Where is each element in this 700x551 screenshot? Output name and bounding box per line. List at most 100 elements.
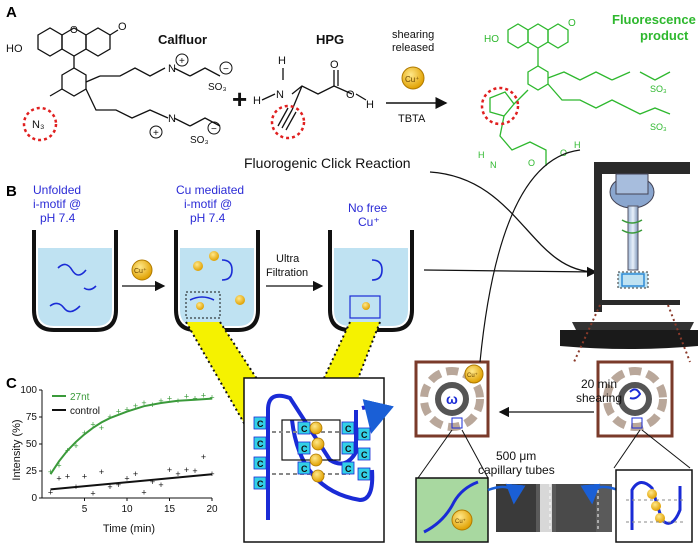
product-title-line1: Fluorescence: [612, 12, 696, 27]
chart-xlabel: Time (min): [103, 523, 155, 535]
data-point-27nt: +: [116, 407, 121, 417]
data-point-control: +: [209, 469, 214, 479]
svg-text:N: N: [490, 160, 497, 170]
data-point-control: +: [90, 489, 95, 499]
x-tick-label: 20: [206, 504, 218, 515]
cytosine-box: [253, 456, 267, 470]
cytosine-box: [297, 441, 311, 455]
data-point-27nt: +: [73, 441, 78, 451]
data-point-27nt: +: [65, 445, 70, 455]
data-point-27nt: +: [107, 412, 112, 422]
cytosine-box: [357, 467, 371, 481]
rheometer-instrument: [560, 162, 698, 349]
data-point-27nt: +: [167, 394, 172, 404]
reaction-name: Fluorogenic Click Reaction: [244, 155, 411, 171]
cytosine-label: C: [345, 464, 352, 474]
cu-coin-icon: [401, 66, 425, 90]
x-tick-label: 5: [82, 504, 88, 515]
minus-charge-icon: [207, 121, 221, 135]
beaker-unfolded: Unfolded i-motif @ pH 7.4: [32, 183, 118, 332]
cytosine-box: [341, 441, 355, 455]
cytosine-box: [297, 461, 311, 475]
y-tick-label: 75: [26, 412, 38, 423]
data-point-27nt: +: [158, 396, 163, 406]
data-point-27nt: +: [201, 390, 206, 400]
plus-charge-icon: [149, 125, 163, 139]
data-point-27nt: +: [150, 400, 155, 410]
data-point-control: +: [82, 471, 87, 481]
data-point-control: +: [73, 482, 78, 492]
legend-label: control: [70, 406, 100, 417]
y-tick-label: 100: [20, 385, 37, 396]
product-o-label: O: [568, 18, 576, 29]
y-tick-label: 0: [31, 493, 37, 504]
data-point-27nt: +: [82, 428, 87, 438]
data-point-27nt: +: [184, 391, 189, 401]
hpg-title: HPG: [316, 32, 344, 47]
cytosine-label: C: [257, 479, 264, 489]
beaker-cu-mediated: Cu mediated i-motif @ pH 7.4: [174, 183, 260, 332]
product-so3-1: SO₃: [650, 84, 667, 94]
cytosine-box: [357, 427, 371, 441]
beaker3-label-2: Cu⁺: [358, 215, 380, 229]
shearing-released-line2: released: [392, 42, 434, 54]
data-point-control: +: [133, 469, 138, 479]
data-point-control: +: [167, 465, 172, 475]
alkyne-highlight-circle: [270, 104, 306, 140]
ho-label: HO: [6, 43, 23, 55]
minus-charge-icon: [219, 61, 233, 75]
beaker2-label-2: i-motif @: [184, 197, 232, 211]
data-point-control: +: [124, 474, 129, 484]
data-point-control: +: [184, 465, 189, 475]
svg-text:H: H: [574, 140, 581, 150]
beaker-no-free-cu: No free Cu⁺: [328, 201, 414, 332]
leader-line: [479, 149, 581, 363]
beaker2-label-1: Cu mediated: [176, 183, 244, 197]
data-point-control: +: [116, 480, 121, 490]
azide-label: N₃: [32, 119, 44, 131]
cytosine-box: [341, 421, 355, 435]
svg-text:−: −: [211, 124, 217, 135]
plus-charge-1: +: [179, 56, 185, 67]
data-point-control: +: [175, 469, 180, 479]
data-point-control: +: [107, 482, 112, 492]
shearing-time-line1: 20 min: [581, 377, 617, 391]
hpg-oh-o-label: O: [346, 89, 355, 101]
ring-o-label: O: [70, 25, 78, 36]
product-so3-2: SO₃: [650, 122, 667, 132]
carbonyl-o-label: O: [118, 21, 127, 33]
data-point-control: +: [65, 471, 70, 481]
y-tick-label: 50: [26, 439, 38, 450]
triazole-highlight-circle: [480, 86, 520, 126]
data-point-27nt: +: [48, 467, 53, 477]
cytosine-label: C: [361, 450, 368, 460]
rotor-view-sheared: ω Cu⁺: [414, 360, 490, 438]
shearing-time-line2: shearing: [576, 391, 622, 405]
x-tick-label: 15: [164, 504, 176, 515]
product-structure: [489, 23, 671, 166]
beaker1-label-2: i-motif @: [33, 197, 81, 211]
svg-text:H: H: [253, 95, 261, 107]
capillary-line2: capillary tubes: [478, 463, 555, 477]
cytosine-box: [357, 447, 371, 461]
tbta-label: TBTA: [398, 113, 426, 125]
cytosine-label: C: [361, 430, 368, 440]
cytosine-label: C: [301, 444, 308, 454]
cu-coin-label: Cu⁺: [405, 75, 419, 84]
data-point-27nt: +: [99, 423, 104, 433]
cytosine-label: C: [257, 439, 264, 449]
svg-text:N: N: [276, 89, 284, 101]
data-point-control: +: [201, 452, 206, 462]
chart-ylabel: Intensity (%): [11, 419, 23, 480]
cu-ion-icon: [309, 421, 323, 435]
cytosine-box: [253, 416, 267, 430]
azide-highlight-circle: [22, 106, 58, 142]
data-point-control: +: [192, 466, 197, 476]
product-acid-o: O: [528, 158, 535, 168]
data-point-27nt: +: [56, 461, 61, 471]
cytosine-box: [341, 461, 355, 475]
plus-charge-icon: [175, 53, 189, 67]
capillary-line1: 500 μm: [496, 449, 536, 463]
